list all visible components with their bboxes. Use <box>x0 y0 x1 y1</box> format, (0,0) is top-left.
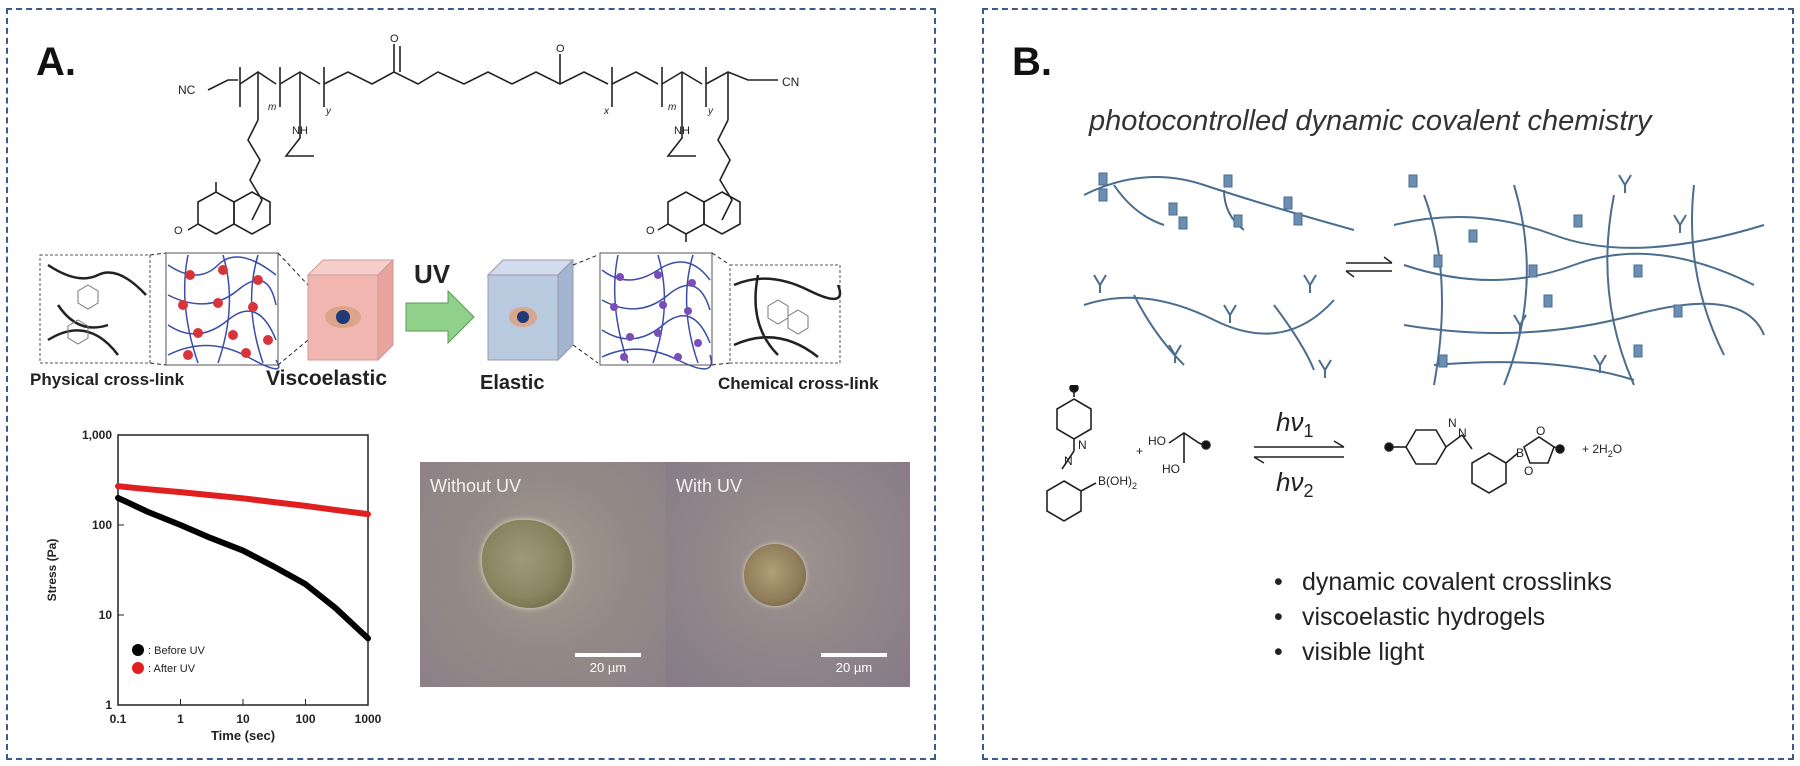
x-tick-label: 10 <box>236 712 250 726</box>
scale-bar-right: 20 µm <box>816 653 892 675</box>
polymer-structure: NC CN m y x m y NH NH O O O O <box>174 33 799 242</box>
lactone-o-left: O <box>174 225 183 237</box>
micrograph-panel: Without UV 20 µm With UV 20 µm <box>420 462 910 687</box>
elastic-label: Elastic <box>480 372 544 394</box>
boronate-o-1: O <box>1536 424 1545 438</box>
index-y-right: y <box>707 106 714 117</box>
bullet-dynamic-crosslinks: dynamic covalent crosslinks <box>1274 565 1612 600</box>
legend-after-uv: : After UV <box>148 663 196 675</box>
index-y-left: y <box>325 106 332 117</box>
coumarin-left <box>187 182 271 235</box>
crosslink-scheme: UV Physical cross-link Vi <box>30 252 879 394</box>
x-tick-label: 1000 <box>355 712 382 726</box>
without-uv-label: Without UV <box>430 476 522 496</box>
micrograph-without-uv: Without UV 20 µm <box>420 462 666 687</box>
water-product: + 2H2O <box>1582 442 1622 459</box>
amide-nh-left: NH <box>292 125 308 137</box>
nc-end-group: NC <box>178 83 196 97</box>
x-tick-label: 100 <box>295 712 315 726</box>
cn-end-group: CN <box>782 75 799 89</box>
diol-ho-top: HO <box>1148 434 1166 448</box>
y-tick-label: 1,000 <box>82 428 112 442</box>
amide-nh-right: NH <box>674 125 690 137</box>
y-axis-label: Stress (Pa) <box>45 539 59 602</box>
panel-a: A. <box>6 8 936 760</box>
azo-n-2: N <box>1064 454 1073 468</box>
plus-1: + <box>1136 444 1143 458</box>
y-tick-label: 1 <box>105 698 112 712</box>
x-tick-label: 0.1 <box>110 712 127 726</box>
elastic-cube <box>486 258 575 362</box>
boron-label: B <box>1516 446 1524 460</box>
hv1-label: hν1 <box>1276 407 1313 441</box>
bullet-viscoelastic-hydrogels: viscoelastic hydrogels <box>1274 600 1612 635</box>
product-azo-n-2: N <box>1458 426 1467 440</box>
panel-b: B. photocontrolled dynamic covalent chem… <box>982 8 1794 760</box>
panel-b-title: photocontrolled dynamic covalent chemist… <box>1089 105 1652 137</box>
carbonyl-o-mid: O <box>556 43 565 55</box>
uv-arrow <box>405 289 475 345</box>
azo-n-1: N <box>1078 438 1087 452</box>
legend-marker-before <box>132 644 144 656</box>
cell-rounded <box>744 544 806 606</box>
index-m-left: m <box>268 102 276 113</box>
cell-spread <box>482 520 572 608</box>
viscoelastic-label: Viscoelastic <box>266 367 387 390</box>
uv-label: UV <box>414 259 451 289</box>
with-uv-label: With UV <box>676 476 743 496</box>
series-line-after-uv <box>115 483 371 518</box>
polymer-network-diagram <box>1083 172 1765 386</box>
legend-before-uv: : Before UV <box>148 645 206 657</box>
product-azo-n-1: N <box>1448 416 1457 430</box>
equilibrium-arrows <box>1345 256 1393 278</box>
bullet-visible-light: visible light <box>1274 635 1612 670</box>
diol-ho-bottom: HO <box>1162 462 1180 476</box>
micrograph-with-uv: With UV 20 µm <box>666 462 910 687</box>
x-axis-label: Time (sec) <box>211 728 275 743</box>
panel-b-label: B. <box>1012 40 1052 84</box>
index-x: x <box>603 106 610 117</box>
lactone-o-right: O <box>646 225 655 237</box>
y-tick-label: 10 <box>99 608 113 622</box>
index-m-right: m <box>668 102 676 113</box>
chemical-crosslink-label: Chemical cross-link <box>718 374 879 393</box>
boronate-o-2: O <box>1524 464 1533 478</box>
feature-list: dynamic covalent crosslinks viscoelastic… <box>1274 565 1612 670</box>
physical-crosslink-label: Physical cross-link <box>30 370 185 389</box>
legend-marker-after <box>132 662 144 674</box>
viscoelastic-cube <box>306 258 395 362</box>
y-tick-label: 100 <box>92 518 112 532</box>
carbonyl-o-top: O <box>390 33 399 45</box>
x-tick-label: 1 <box>177 712 184 726</box>
hv2-label: hν2 <box>1276 467 1313 501</box>
physical-crosslink-inset <box>39 254 151 364</box>
series-line-before-uv <box>115 494 371 642</box>
coumarin-right <box>657 191 741 242</box>
legend: : Before UV : After UV <box>132 644 206 675</box>
reaction-scheme: N N B(OH)2 + HO HO N N B O O + 2H2O hν1 … <box>1046 385 1622 522</box>
panel-a-label: A. <box>36 40 76 84</box>
scale-bar-left: 20 µm <box>570 653 646 675</box>
boronic-acid-label: B(OH)2 <box>1098 474 1137 491</box>
